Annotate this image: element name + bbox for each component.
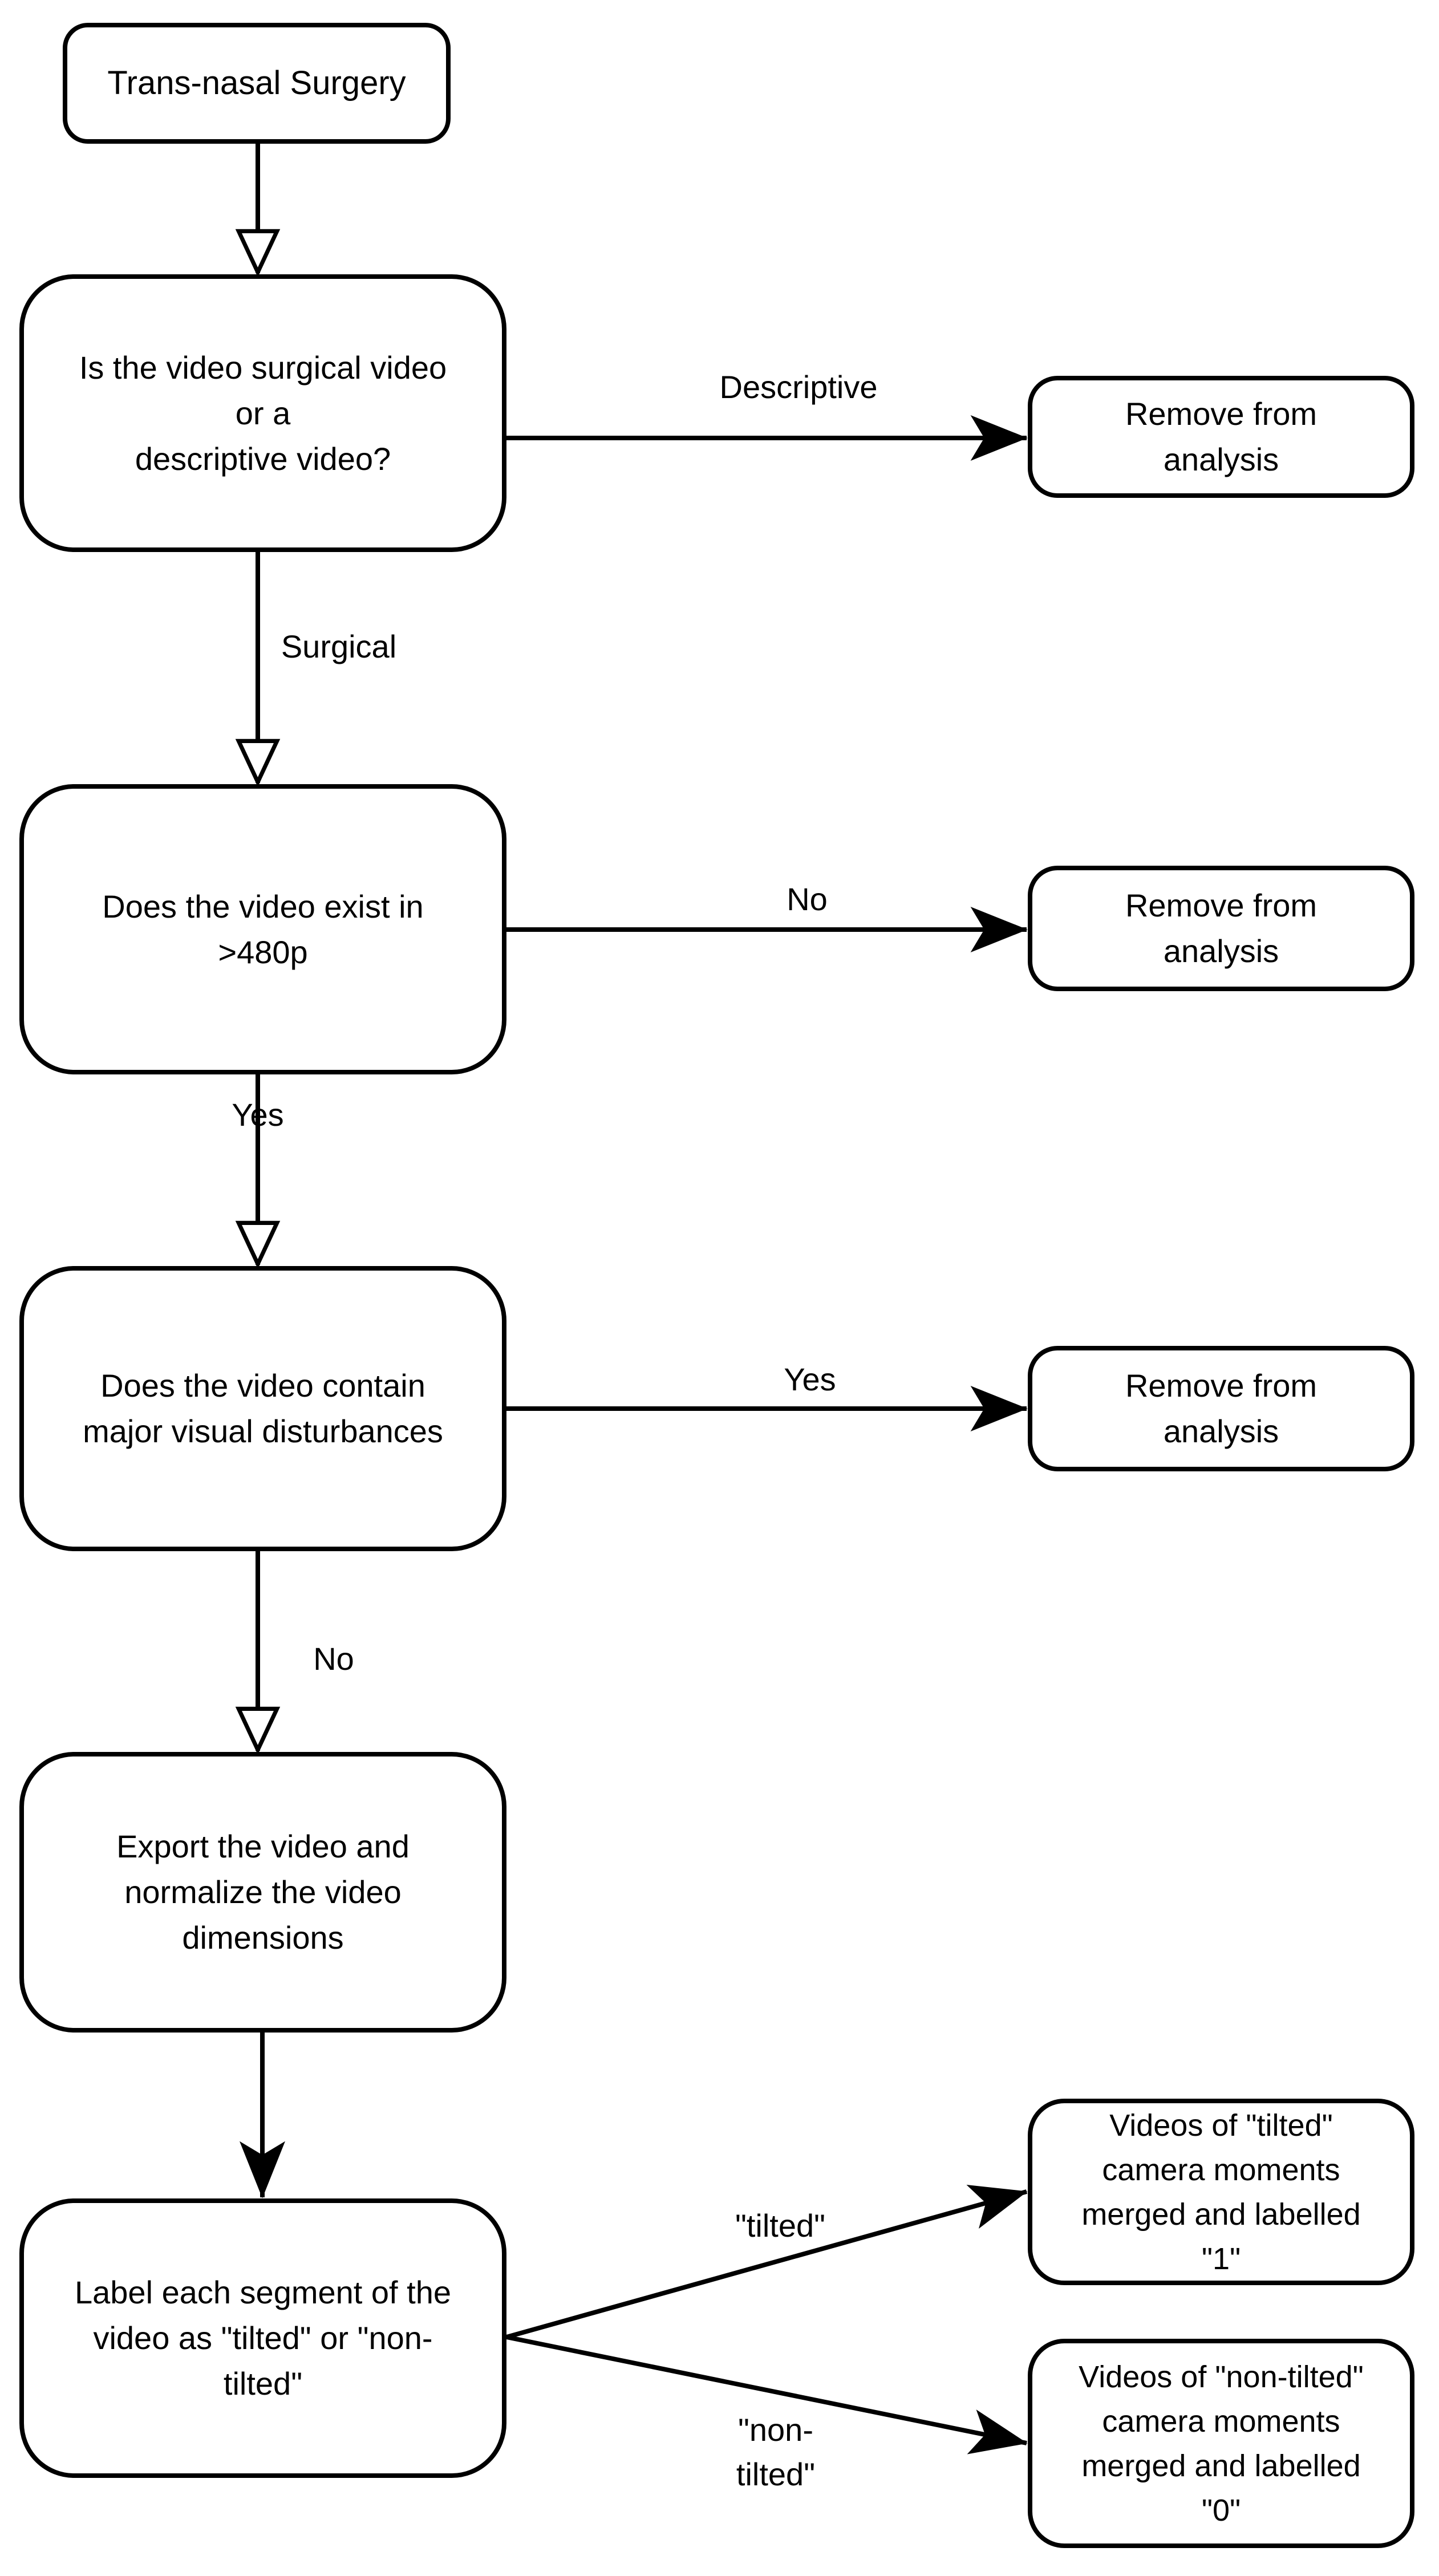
node-text-line: analysis bbox=[1163, 441, 1279, 477]
node-text-line: major visual disturbances bbox=[83, 1413, 443, 1449]
node-text-line: Remove from bbox=[1125, 887, 1318, 923]
terminal-tilted-merged: Videos of "tilted" camera moments merged… bbox=[1028, 2099, 1414, 2285]
node-text-line: tilted" bbox=[223, 2366, 303, 2401]
decision-resolution: Does the video exist in >480p bbox=[19, 784, 506, 1074]
node-text-line: Does the video exist in bbox=[102, 888, 424, 924]
edge-non-tilted bbox=[506, 2335, 1028, 2455]
node-text-line: merged and labelled bbox=[1081, 2448, 1361, 2483]
edge-label-line: "non- bbox=[738, 2412, 813, 2448]
node-text-line: >480p bbox=[218, 934, 308, 970]
start-node: Trans-nasal Surgery bbox=[63, 23, 451, 144]
node-text-line: analysis bbox=[1163, 933, 1279, 969]
node-text-line: camera moments bbox=[1102, 2152, 1340, 2187]
node-text-line: merged and labelled bbox=[1081, 2197, 1361, 2232]
node-text-line: Is the video surgical video bbox=[79, 349, 447, 386]
node-text-line: or a bbox=[235, 395, 291, 431]
edge-label-surgical: Surgical bbox=[281, 628, 397, 664]
node-text-line: Remove from bbox=[1125, 1368, 1318, 1403]
node-text-line: Videos of "tilted" bbox=[1109, 2108, 1333, 2143]
node-text-line: "1" bbox=[1201, 2241, 1241, 2276]
edge-label-non-tilted: "non- tilted" bbox=[662, 2408, 890, 2497]
node-text-line: Remove from bbox=[1125, 396, 1318, 432]
node-text-line: Trans-nasal Surgery bbox=[107, 64, 406, 102]
node-text-line: normalize the video bbox=[124, 1874, 402, 1910]
node-text-line: analysis bbox=[1163, 1413, 1279, 1449]
edge-label-yes-resolution: Yes bbox=[232, 1097, 284, 1133]
edge-label-tilted: "tilted" bbox=[735, 2208, 826, 2244]
node-text-line: video as "tilted" or "non- bbox=[93, 2320, 433, 2356]
terminal-non-tilted-merged: Videos of "non-tilted" camera moments me… bbox=[1028, 2339, 1414, 2548]
node-text-line: dimensions bbox=[182, 1920, 344, 1956]
node-text-line: Videos of "non-tilted" bbox=[1079, 2359, 1364, 2394]
process-label-segments: Label each segment of the video as "tilt… bbox=[19, 2198, 506, 2478]
terminal-remove-descriptive: Remove from analysis bbox=[1028, 376, 1414, 498]
edge-label-no-resolution: No bbox=[787, 881, 828, 917]
decision-disturbances: Does the video contain major visual dist… bbox=[19, 1266, 506, 1551]
node-text-line: camera moments bbox=[1102, 2404, 1340, 2439]
terminal-remove-low-res: Remove from analysis bbox=[1028, 866, 1414, 991]
process-export-normalize: Export the video and normalize the video… bbox=[19, 1752, 506, 2033]
edge-tilted bbox=[505, 2184, 1028, 2339]
decision-video-type: Is the video surgical video or a descrip… bbox=[19, 274, 506, 552]
node-text-line: Export the video and bbox=[116, 1828, 410, 1864]
edge-label-yes-disturbance: Yes bbox=[784, 1361, 836, 1397]
node-text-line: descriptive video? bbox=[135, 440, 391, 477]
node-text-line: Does the video contain bbox=[100, 1368, 425, 1403]
terminal-remove-disturbed: Remove from analysis bbox=[1028, 1346, 1414, 1471]
node-text-line: "0" bbox=[1201, 2493, 1241, 2528]
node-text-line: Label each segment of the bbox=[74, 2274, 452, 2310]
edge-label-line: tilted" bbox=[736, 2456, 816, 2492]
edge-label-no-disturbance: No bbox=[313, 1641, 354, 1677]
edge-label-descriptive: Descriptive bbox=[719, 369, 878, 405]
